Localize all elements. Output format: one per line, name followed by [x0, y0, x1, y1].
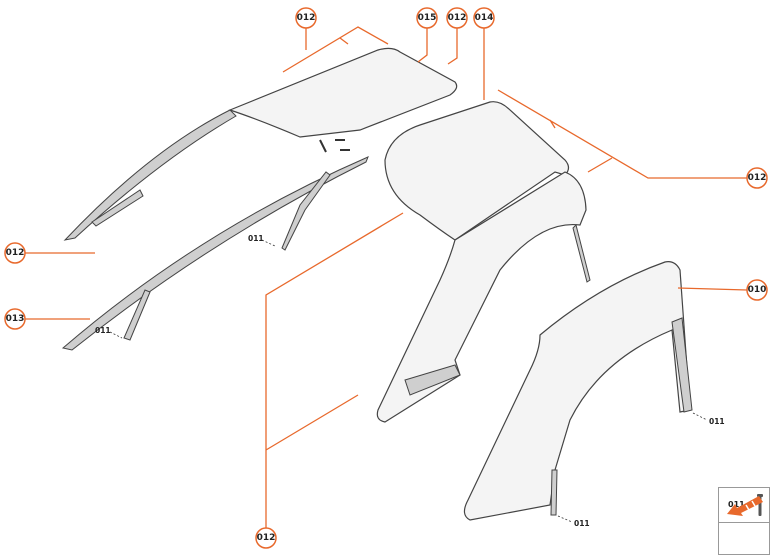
legend-box: 011 [718, 487, 770, 555]
svg-text:010: 010 [748, 285, 767, 295]
callout-015[interactable]: 015 [416, 7, 438, 29]
roof-panel-015 [63, 47, 458, 241]
svg-text:011: 011 [709, 417, 725, 426]
svg-text:012: 012 [257, 533, 276, 543]
fastener-label-2: 011 [95, 326, 123, 339]
svg-text:011: 011 [248, 234, 264, 243]
svg-text:014: 014 [475, 13, 494, 23]
callout-012-right[interactable]: 012 [746, 167, 768, 189]
leader-lines [25, 26, 748, 528]
side-panel-010 [463, 261, 693, 521]
legend-part-label: 011 [728, 500, 745, 509]
fastener-label-3: 011 [692, 412, 725, 426]
svg-text:012: 012 [748, 173, 767, 183]
fastener-label-1: 011 [248, 234, 276, 247]
callout-012-bottom[interactable]: 012 [255, 527, 277, 549]
callout-012-top-right[interactable]: 012 [446, 7, 468, 29]
svg-text:015: 015 [418, 13, 437, 23]
callout-012-left[interactable]: 012 [4, 242, 26, 264]
svg-text:013: 013 [6, 314, 25, 324]
callout-014[interactable]: 014 [473, 7, 495, 29]
svg-text:012: 012 [6, 248, 25, 258]
svg-text:011: 011 [95, 326, 111, 335]
fastener-label-4: 011 [557, 515, 590, 528]
side-trim-013 [61, 156, 369, 351]
callout-013[interactable]: 013 [4, 308, 26, 330]
front-arrow-icon [727, 496, 763, 516]
callout-012-top[interactable]: 012 [295, 7, 317, 29]
svg-text:012: 012 [448, 13, 467, 23]
svg-text:011: 011 [574, 519, 590, 528]
roof-frame-014 [376, 101, 591, 423]
callout-010[interactable]: 010 [746, 279, 768, 301]
svg-text:012: 012 [297, 13, 316, 23]
